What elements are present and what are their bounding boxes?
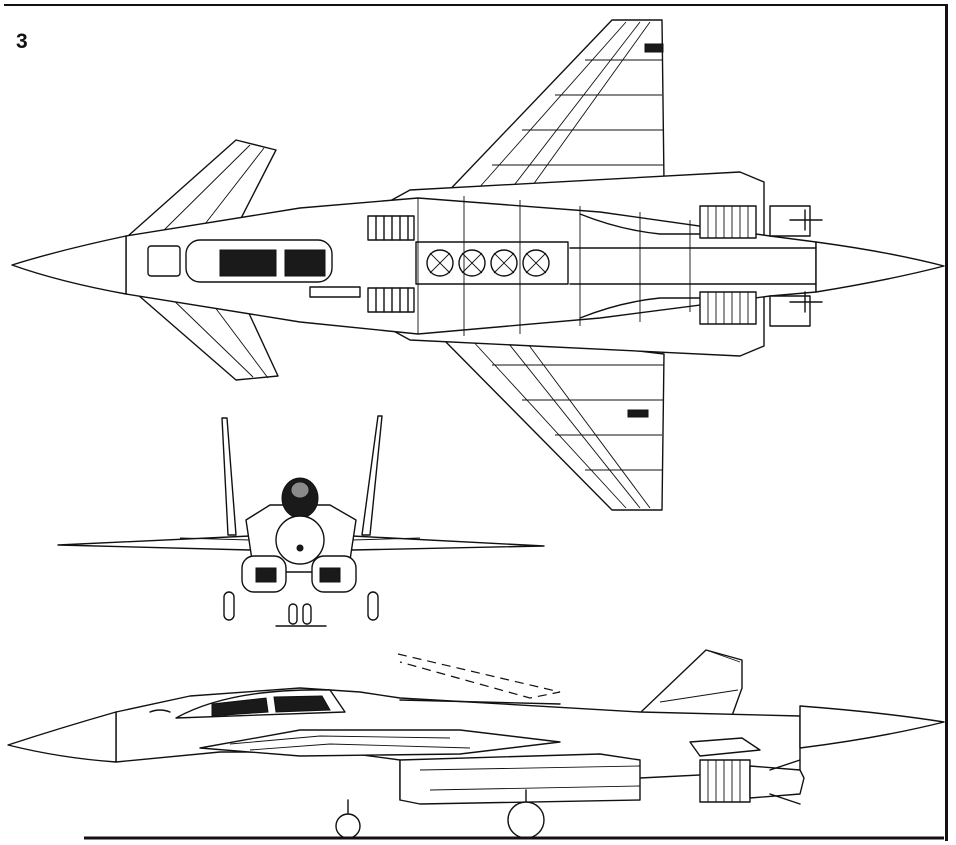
front-view (58, 416, 544, 626)
front-nose-wheel-r (303, 604, 311, 624)
side-engine-nozzle (700, 760, 804, 804)
plan-vent-strip (310, 287, 360, 297)
plan-rear-seat (285, 250, 325, 276)
side-nose-cone (8, 712, 116, 762)
side-view (8, 650, 944, 838)
side-nose-wheel (336, 814, 360, 838)
plan-front-seat (220, 250, 276, 276)
plan-nose-cone (12, 236, 126, 294)
plan-view (12, 20, 944, 510)
side-intake (400, 754, 640, 804)
plan-lower-exhaust (700, 292, 756, 324)
side-tailplane (690, 738, 760, 756)
plan-internal-bay (416, 242, 568, 284)
side-tail-cone (800, 706, 944, 748)
plan-windscreen-panel (148, 246, 180, 276)
front-left-intake (242, 556, 286, 592)
plan-upper-wingtip-mark (645, 44, 663, 52)
front-right-wheel (368, 592, 378, 620)
front-left-tail (222, 418, 236, 535)
front-right-tail (362, 416, 382, 535)
front-right-intake (312, 556, 356, 592)
side-main-wheel (508, 802, 544, 838)
plan-upper-stabiliser (770, 206, 810, 236)
plan-upper-exhaust (700, 206, 756, 238)
figure-number: 3 (16, 30, 28, 53)
plan-lower-wing (440, 336, 664, 510)
plan-lower-stabiliser (770, 296, 810, 326)
side-open-canopy-dashed (398, 654, 560, 698)
side-front-glass (212, 698, 268, 716)
plan-upper-wing (440, 20, 664, 200)
front-nose-wheel-l (289, 604, 297, 624)
plan-lower-grille (368, 288, 414, 312)
sheet-frame (4, 4, 948, 841)
front-left-wheel (224, 592, 234, 620)
side-rear-glass (274, 696, 330, 712)
front-nose-disk (276, 516, 324, 564)
plan-tail-cone (816, 242, 944, 292)
side-strake (200, 730, 560, 756)
plan-upper-grille (368, 216, 414, 240)
plan-lower-wing-mark (628, 410, 648, 417)
